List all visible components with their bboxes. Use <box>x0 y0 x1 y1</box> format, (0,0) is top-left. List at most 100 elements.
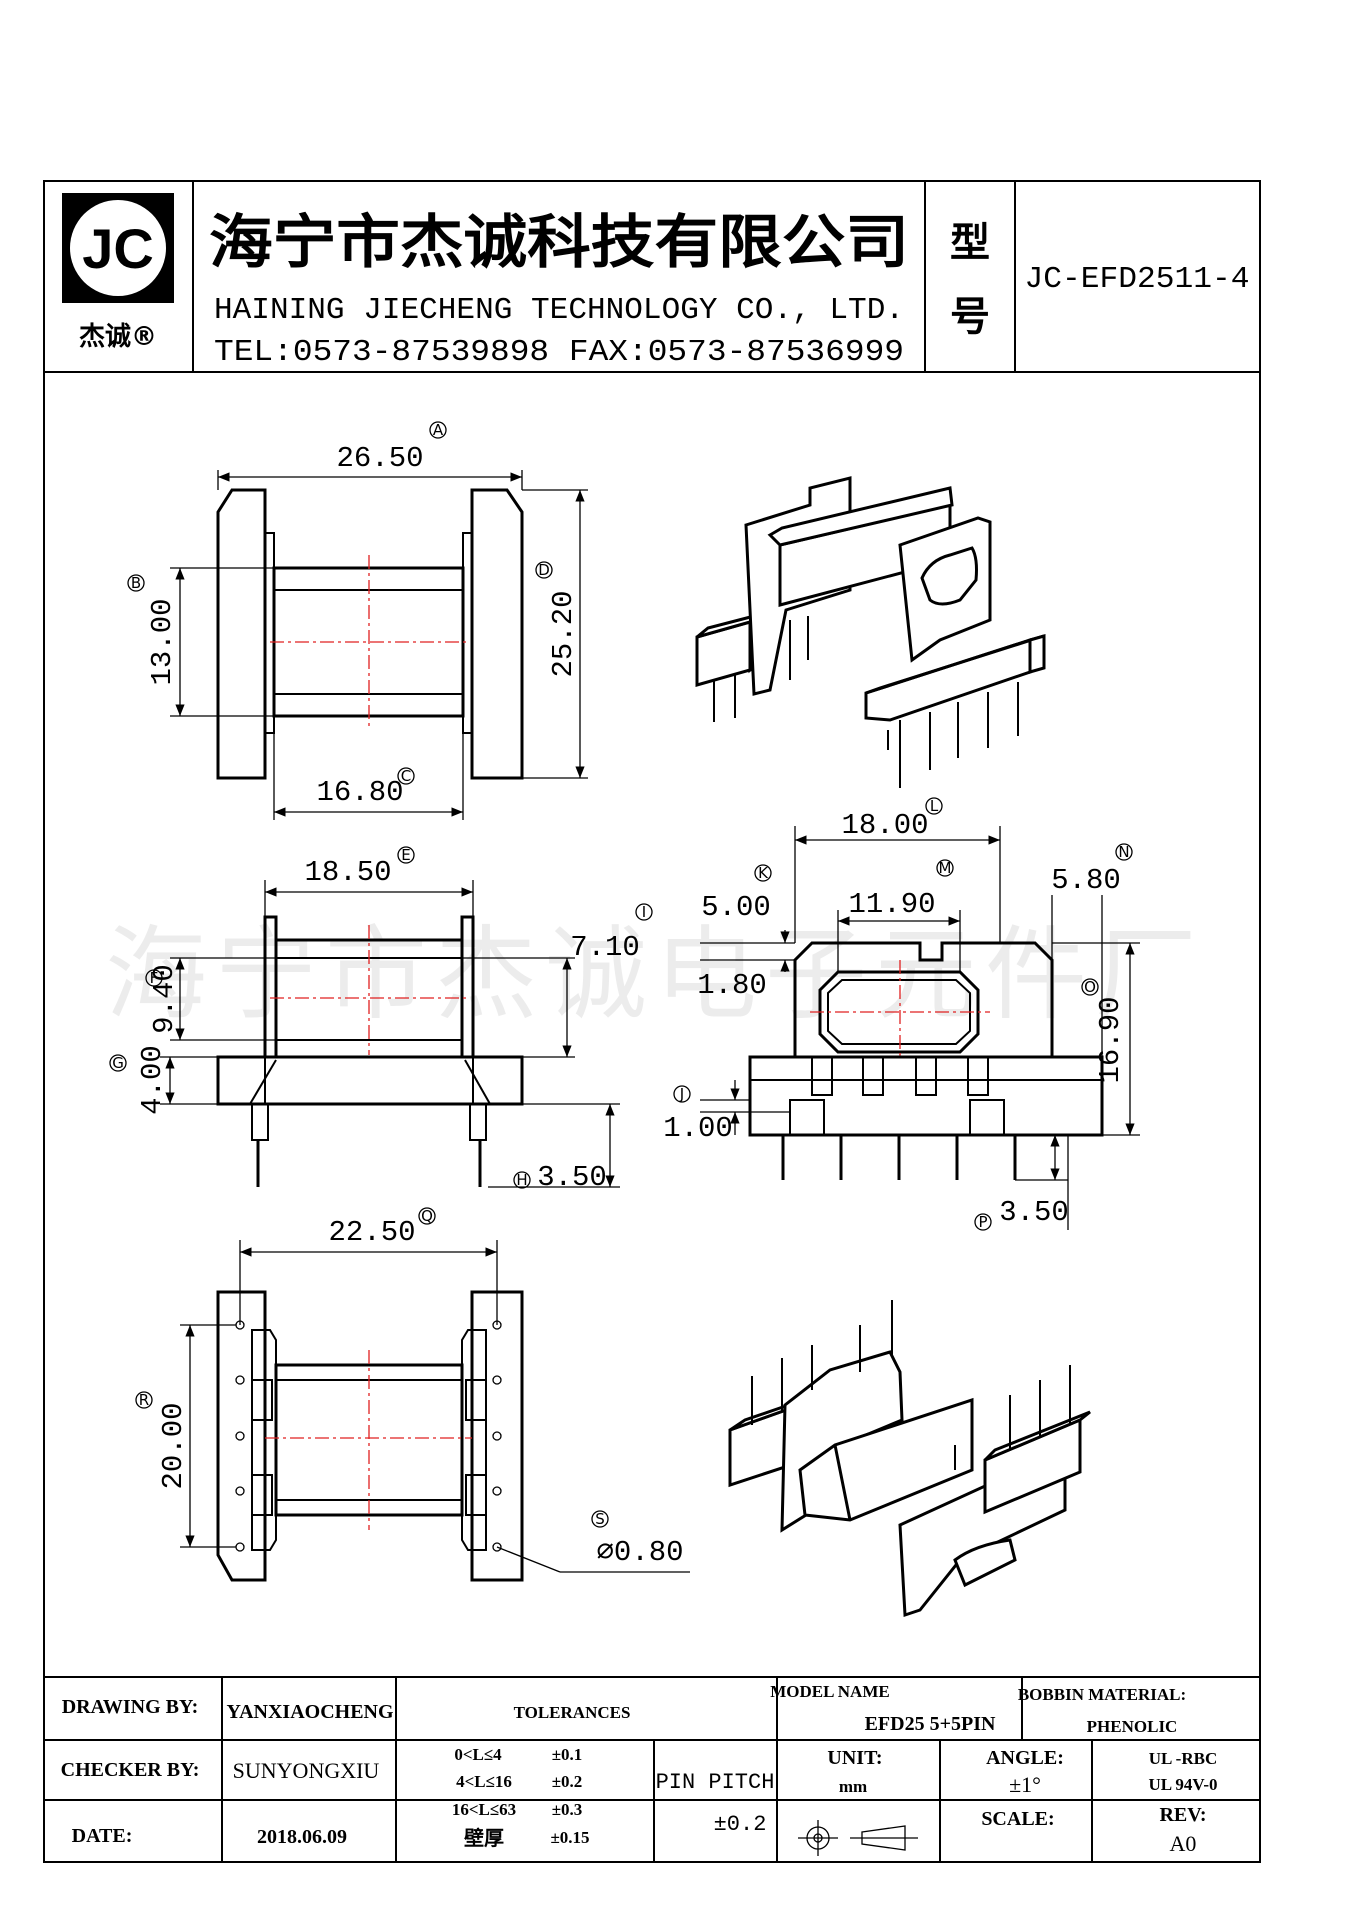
svg-text:N: N <box>1118 843 1129 861</box>
model-label-1: 型 <box>950 219 990 266</box>
rev-value: A0 <box>1170 1831 1197 1856</box>
dim-G: 4.00 G <box>109 1045 218 1115</box>
tol-value-3: ±0.3 <box>552 1800 583 1819</box>
header: JC 杰诚® 海宁市杰诚科技有限公司 HAINING JIECHENG TECH… <box>44 181 1260 373</box>
title-block: DRAWING BY: YANXIAOCHENG TOLERANCES CHEC… <box>44 1676 1260 1862</box>
drawing-by-value: YANXIAOCHENG <box>226 1701 394 1723</box>
company-name-en: HAINING JIECHENG TECHNOLOGY CO., LTD. <box>214 293 904 328</box>
date-label: DATE: <box>72 1825 133 1847</box>
svg-text:⌀0.80: ⌀0.80 <box>596 1536 683 1569</box>
svg-text:A: A <box>433 421 444 439</box>
svg-text:M: M <box>939 859 952 877</box>
checker-by-value: SUNYONGXIU <box>233 1758 380 1783</box>
svg-text:9.40: 9.40 <box>148 964 181 1034</box>
tolerances-label: TOLERANCES <box>514 1703 631 1722</box>
dim-F: 9.40 F <box>145 957 276 1041</box>
svg-text:杰诚®: 杰诚® <box>79 322 157 352</box>
tol-range-2: 4<L≤16 <box>456 1772 512 1791</box>
company-name-cn: 海宁市杰诚科技有限公司 <box>209 208 909 276</box>
checker-by-label: CHECKER BY: <box>61 1759 200 1781</box>
angle-value: ±1° <box>1009 1772 1041 1797</box>
unit-label: UNIT: <box>827 1747 882 1769</box>
bottom-view <box>216 1290 524 1582</box>
tol-value-2: ±0.2 <box>552 1772 583 1791</box>
svg-text:O: O <box>1084 978 1096 996</box>
tol-range-1: 0<L≤4 <box>454 1745 502 1764</box>
dim-E: 18.50 E <box>264 846 474 917</box>
side-view <box>216 915 524 1187</box>
tol-value-1: ±0.1 <box>552 1745 583 1764</box>
scale-label: SCALE: <box>981 1808 1054 1830</box>
svg-text:5.80: 5.80 <box>1051 864 1121 897</box>
svg-text:7.10: 7.10 <box>570 931 640 964</box>
svg-text:18.50: 18.50 <box>304 856 391 889</box>
dim-K: 5.00 1.80 K <box>697 864 795 1002</box>
dim-P: 3.50 P <box>974 1135 1069 1231</box>
dim-J: 1.00 J <box>663 1080 790 1145</box>
svg-text:G: G <box>112 1054 124 1072</box>
dim-H: 3.50 H <box>488 1103 620 1194</box>
ul-rating-1: UL -RBC <box>1149 1749 1217 1768</box>
svg-text:1.80: 1.80 <box>697 969 767 1002</box>
svg-text:22.50: 22.50 <box>328 1216 415 1249</box>
dim-O: 16.90 O <box>1052 942 1140 1136</box>
date-value: 2018.06.09 <box>257 1826 347 1848</box>
tol-value-4: ±0.15 <box>550 1828 589 1847</box>
dim-D: 25.20 D <box>522 489 588 779</box>
svg-text:26.50: 26.50 <box>336 442 423 475</box>
dim-N: 5.80 N <box>1051 843 1133 1057</box>
dim-S: ⌀0.80 S <box>496 1510 690 1573</box>
company-logo: JC 杰诚® <box>62 193 174 352</box>
svg-text:20.00: 20.00 <box>157 1402 190 1489</box>
angle-label: ANGLE: <box>986 1747 1064 1769</box>
svg-text:13.00: 13.00 <box>146 598 179 685</box>
svg-text:4.00: 4.00 <box>136 1045 169 1115</box>
dim-B: 13.00 B <box>127 567 274 717</box>
dim-M: 11.90 M <box>837 859 961 972</box>
model-label-2: 号 <box>950 293 990 340</box>
dim-I: 7.10 I <box>462 903 653 1058</box>
rev-label: REV: <box>1159 1804 1206 1826</box>
svg-text:J: J <box>679 1085 684 1103</box>
unit-value: mm <box>839 1777 867 1796</box>
dim-A: 26.50 A <box>217 421 523 490</box>
svg-text:16.90: 16.90 <box>1094 996 1127 1083</box>
watermark: 海宁市杰诚电子元件厂 <box>105 916 1205 1035</box>
svg-text:C: C <box>401 767 411 785</box>
svg-text:16.80: 16.80 <box>316 776 403 809</box>
svg-text:JC: JC <box>82 217 154 280</box>
svg-text:D: D <box>538 561 550 579</box>
svg-text:Q: Q <box>421 1207 433 1225</box>
projection-symbol-icon <box>798 1820 918 1856</box>
material-value: PHENOLIC <box>1087 1717 1178 1736</box>
part-number: JC-EFD2511-4 <box>1025 262 1250 297</box>
svg-text:S: S <box>595 1510 605 1528</box>
front-view <box>748 941 1104 1180</box>
svg-text:3.50: 3.50 <box>999 1196 1069 1229</box>
dim-L: 18.00 L <box>794 797 1001 943</box>
material-label: BOBBIN MATERIAL: <box>1018 1685 1186 1704</box>
drawing-by-label: DRAWING BY: <box>62 1696 199 1718</box>
model-name-label: MODEL NAME <box>770 1682 889 1701</box>
pin-pitch-value: ±0.2 <box>714 1812 767 1837</box>
isometric-view-lower <box>728 1300 1091 1618</box>
company-contact: TEL:0573-87539898 FAX:0573-87536999 <box>214 335 904 370</box>
top-view <box>216 488 524 780</box>
tol-range-3: 16<L≤63 <box>452 1800 516 1819</box>
isometric-view-upper <box>695 476 1046 788</box>
svg-text:F: F <box>150 969 159 987</box>
svg-text:I: I <box>642 903 646 921</box>
svg-text:P: P <box>978 1213 987 1231</box>
svg-text:11.90: 11.90 <box>848 888 935 921</box>
svg-text:18.00: 18.00 <box>841 809 928 842</box>
model-name-value: EFD25 5+5PIN <box>865 1713 996 1735</box>
tol-range-4: 壁厚 <box>464 1826 504 1850</box>
svg-text:R: R <box>139 1391 149 1409</box>
svg-text:25.20: 25.20 <box>547 590 580 677</box>
dim-R: 20.00 R <box>135 1324 236 1548</box>
svg-text:5.00: 5.00 <box>701 891 771 924</box>
svg-text:3.50: 3.50 <box>537 1161 607 1194</box>
sheet-border <box>43 180 1261 1863</box>
svg-text:L: L <box>930 797 939 815</box>
